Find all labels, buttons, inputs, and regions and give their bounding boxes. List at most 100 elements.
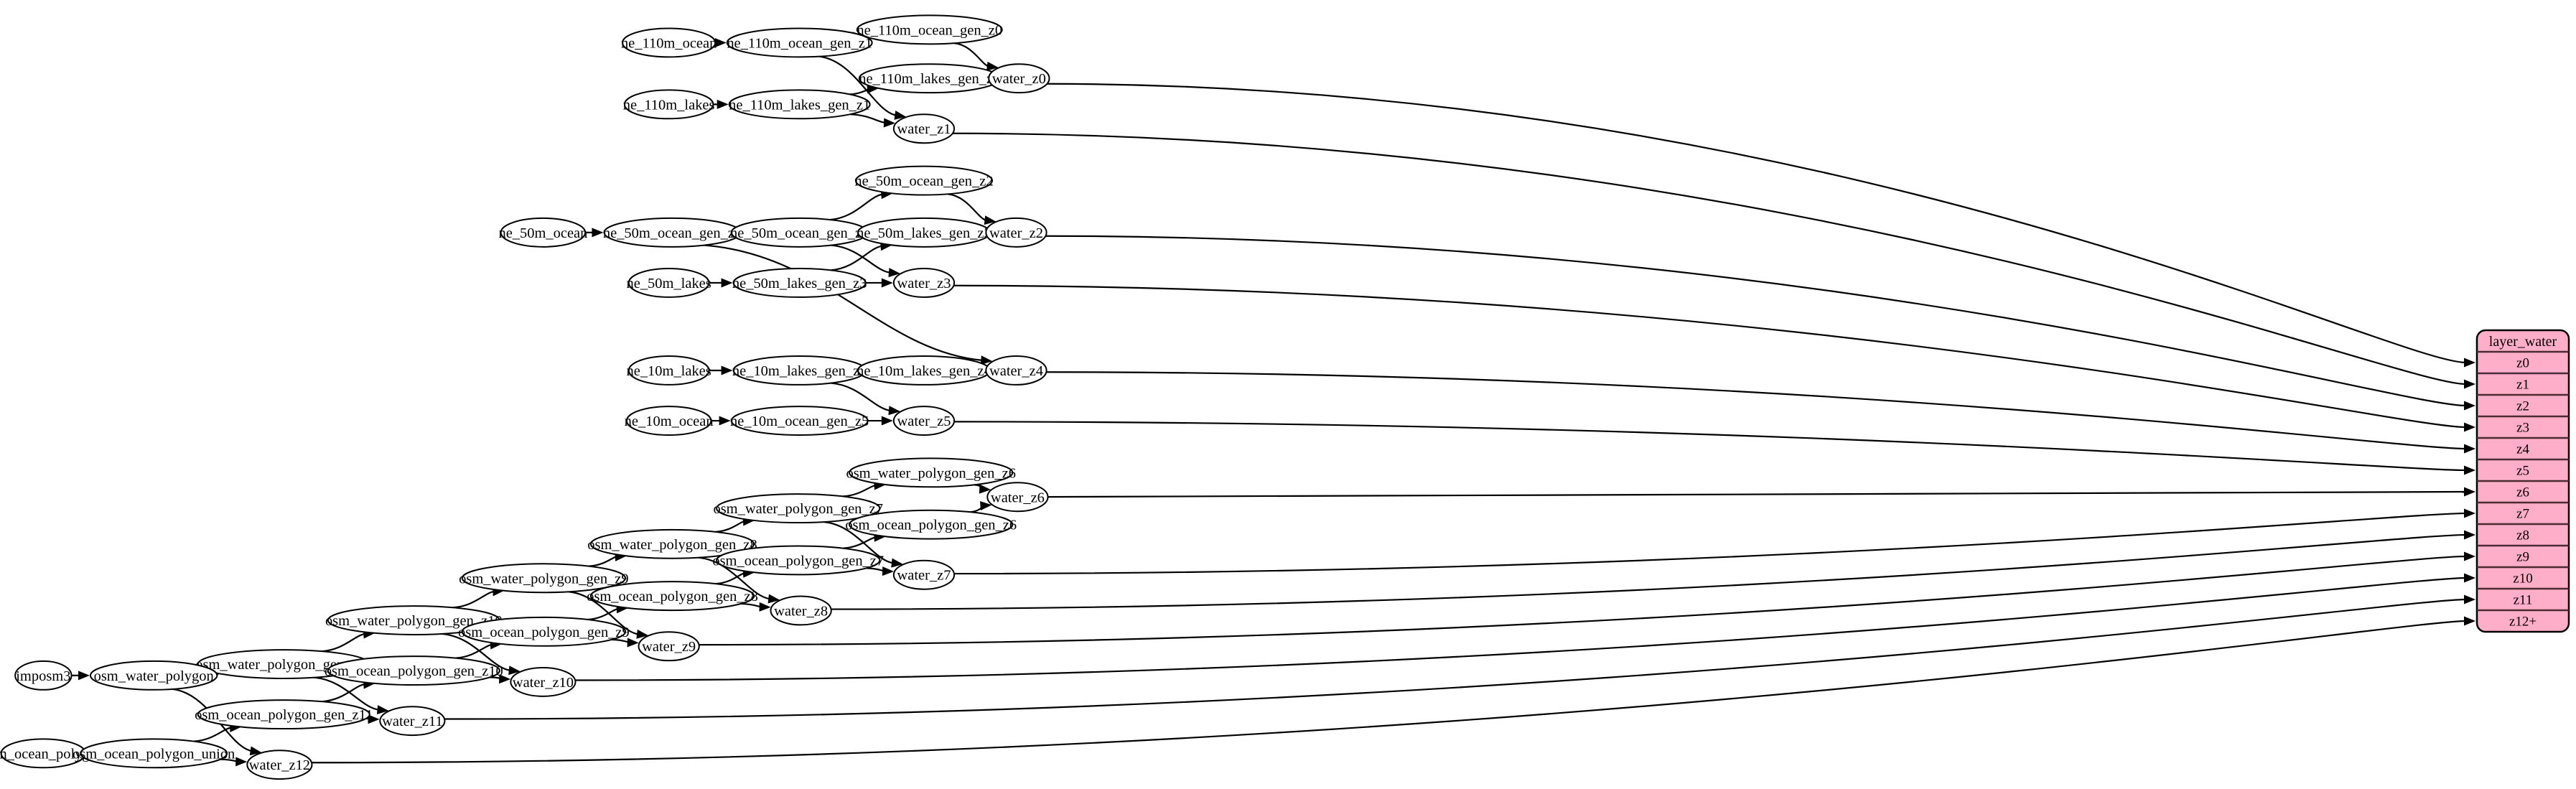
node-ne_110m_lakes[interactable]: ne_110m_lakes bbox=[623, 89, 715, 120]
node-water_z6[interactable]: water_z6 bbox=[986, 482, 1049, 513]
node-label: water_z3 bbox=[897, 276, 951, 291]
node-label: ne_110m_lakes bbox=[623, 97, 715, 113]
node-water_z7[interactable]: water_z7 bbox=[892, 559, 956, 590]
node-label: osm_ocean_polygon_gen_z10 bbox=[325, 663, 503, 679]
edge-ne_50m_ocean_gen_z3-to-water_z3 bbox=[831, 244, 892, 274]
node-imposm3[interactable]: imposm3 bbox=[14, 660, 73, 691]
node-ne_110m_lakes_gen_z1[interactable]: ne_110m_lakes_gen_z1 bbox=[728, 89, 871, 120]
node-ne_50m_ocean[interactable]: ne_50m_ocean bbox=[498, 217, 587, 248]
node-ne_10m_ocean_gen_z5[interactable]: ne_10m_ocean_gen_z5 bbox=[730, 406, 869, 436]
edge-arrowhead bbox=[984, 215, 997, 225]
node-ne_10m_ocean[interactable]: ne_10m_ocean bbox=[625, 406, 714, 436]
layer-water-row-z9[interactable]: z9 bbox=[2516, 550, 2529, 565]
node-water_z4[interactable]: water_z4 bbox=[985, 355, 1047, 386]
node-ellipse bbox=[621, 27, 717, 58]
node-osm_ocean_polygon_gen_z10[interactable]: osm_ocean_polygon_gen_z10 bbox=[325, 655, 503, 686]
node-ne_110m_ocean_gen_z1[interactable]: ne_110m_ocean_gen_z1 bbox=[726, 27, 873, 58]
layer-water-row-z6[interactable]: z6 bbox=[2516, 485, 2529, 500]
layer-water-row-z7[interactable]: z7 bbox=[2516, 507, 2529, 522]
edge-arrowhead bbox=[2464, 508, 2475, 518]
edge-arrowhead bbox=[717, 99, 729, 109]
node-ne_50m_ocean_gen_z4[interactable]: ne_50m_ocean_gen_z4 bbox=[603, 217, 742, 248]
node-label: osm_ocean_polygon_union bbox=[73, 746, 235, 762]
node-osm_water_polygon_gen_z6[interactable]: osm_water_polygon_gen_z6 bbox=[846, 457, 1016, 488]
node-water_z10[interactable]: water_z10 bbox=[510, 666, 577, 697]
node-osm_ocean_polygon_union[interactable]: osm_ocean_polygon_union bbox=[73, 738, 235, 769]
node-ne_50m_lakes[interactable]: ne_50m_lakes bbox=[627, 267, 711, 298]
layer-water-row-z5[interactable]: z5 bbox=[2516, 464, 2529, 479]
node-osm_water_polygon_gen_z10[interactable]: osm_water_polygon_gen_z10 bbox=[325, 605, 503, 635]
node-ne_50m_ocean_gen_z2[interactable]: ne_50m_ocean_gen_z2 bbox=[854, 165, 994, 196]
layer-water-row-z2[interactable]: z2 bbox=[2516, 399, 2529, 414]
edge-arrowhead bbox=[376, 705, 389, 715]
edge-ne_110m_ocean_gen_z0-to-water_z0 bbox=[954, 42, 990, 67]
layer-water-row-z8[interactable]: z8 bbox=[2516, 528, 2529, 543]
node-label: osm_water_polygon_gen_z6 bbox=[846, 465, 1015, 481]
edge-arrowhead bbox=[499, 674, 511, 684]
node-osm_ocean_polygon_gen_z6[interactable]: osm_ocean_polygon_gen_z6 bbox=[845, 509, 1017, 540]
node-label: ne_110m_ocean_gen_z1 bbox=[727, 35, 872, 51]
node-ne_110m_ocean[interactable]: ne_110m_ocean bbox=[621, 27, 717, 58]
node-ellipse bbox=[510, 666, 577, 697]
edge-layer bbox=[71, 32, 2475, 767]
layer-water-row-z12plus[interactable]: z12+ bbox=[2509, 615, 2537, 630]
edge-arrowhead bbox=[882, 566, 895, 576]
node-osm_ocean_polygon[interactable]: osm_ocean_polygon bbox=[0, 738, 104, 769]
node-water_z1[interactable]: water_z1 bbox=[892, 113, 956, 144]
node-osm_water_polygon[interactable]: osm_water_polygon bbox=[89, 660, 218, 691]
node-osm_water_polygon_gen_z9[interactable]: osm_water_polygon_gen_z9 bbox=[459, 563, 629, 594]
edge-arrowhead bbox=[881, 278, 893, 288]
layer-water-row-z3[interactable]: z3 bbox=[2516, 421, 2529, 436]
node-water_z8[interactable]: water_z8 bbox=[770, 595, 832, 626]
node-label: water_z1 bbox=[897, 121, 951, 137]
node-label: osm_water_polygon bbox=[94, 668, 214, 684]
node-label: water_z10 bbox=[513, 675, 574, 691]
node-water_z2[interactable]: water_z2 bbox=[985, 217, 1047, 248]
node-ne_50m_ocean_gen_z3[interactable]: ne_50m_ocean_gen_z3 bbox=[730, 217, 869, 248]
node-label: water_z7 bbox=[897, 568, 951, 584]
node-osm_ocean_polygon_gen_z11[interactable]: osm_ocean_polygon_gen_z11 bbox=[195, 699, 373, 730]
layer-water-row-z0[interactable]: z0 bbox=[2516, 356, 2529, 371]
node-water_z11[interactable]: water_z11 bbox=[379, 706, 446, 737]
node-label: water_z11 bbox=[382, 714, 442, 729]
node-osm_ocean_polygon_gen_z8[interactable]: osm_ocean_polygon_gen_z8 bbox=[587, 581, 758, 612]
node-ne_10m_lakes_gen_z5[interactable]: ne_10m_lakes_gen_z5 bbox=[732, 355, 867, 386]
node-ne_110m_lakes_gen_z0[interactable]: ne_110m_lakes_gen_z0 bbox=[858, 63, 1001, 94]
node-ne_10m_lakes_gen_z4[interactable]: ne_10m_lakes_gen_z4 bbox=[857, 355, 991, 386]
edge-arrowhead bbox=[980, 500, 992, 510]
edge-osm_water_polygon_gen_z11-to-water_z11 bbox=[314, 676, 380, 711]
node-label: water_z9 bbox=[642, 639, 696, 655]
layer-water-table: layer_waterz0z1z2z3z4z5z6z7z8z9z10z11z12… bbox=[2475, 329, 2570, 633]
edge-arrowhead bbox=[721, 278, 733, 288]
edge-ne_110m_lakes_gen_z1-to-water_z1 bbox=[850, 113, 887, 124]
node-label: water_z4 bbox=[989, 363, 1043, 379]
node-osm_water_polygon_gen_z7[interactable]: osm_water_polygon_gen_z7 bbox=[713, 493, 883, 524]
edge-water_z10-to-layer_water_z10 bbox=[575, 576, 2467, 681]
node-water_z3[interactable]: water_z3 bbox=[892, 267, 956, 298]
layer-water-row-z10[interactable]: z10 bbox=[2513, 571, 2532, 587]
node-label: water_z8 bbox=[774, 603, 828, 619]
node-ellipse bbox=[627, 355, 710, 386]
node-ne_50m_lakes_gen_z3[interactable]: ne_50m_lakes_gen_z3 bbox=[732, 267, 867, 298]
layer-water-row-z11[interactable]: z11 bbox=[2514, 593, 2533, 608]
node-water_z9[interactable]: water_z9 bbox=[638, 631, 700, 662]
node-water_z5[interactable]: water_z5 bbox=[892, 406, 956, 436]
node-osm_water_polygon_gen_z8[interactable]: osm_water_polygon_gen_z8 bbox=[587, 528, 757, 559]
node-water_z0[interactable]: water_z0 bbox=[988, 63, 1050, 94]
node-ne_110m_ocean_gen_z0[interactable]: ne_110m_ocean_gen_z0 bbox=[856, 14, 1003, 45]
layer-water-row-z1[interactable]: z1 bbox=[2516, 378, 2529, 393]
node-ne_10m_lakes[interactable]: ne_10m_lakes bbox=[627, 355, 711, 386]
node-osm_ocean_polygon_gen_z7[interactable]: osm_ocean_polygon_gen_z7 bbox=[712, 545, 884, 576]
edge-arrowhead bbox=[2464, 551, 2475, 561]
node-ellipse bbox=[627, 267, 710, 298]
node-osm_ocean_polygon_gen_z9[interactable]: osm_ocean_polygon_gen_z9 bbox=[458, 616, 630, 647]
node-water_z12[interactable]: water_z12 bbox=[246, 750, 313, 780]
node-ne_50m_lakes_gen_z2[interactable]: ne_50m_lakes_gen_z2 bbox=[857, 217, 991, 248]
layer-water-row-z4[interactable]: z4 bbox=[2516, 442, 2529, 457]
edge-arrowhead bbox=[986, 61, 999, 71]
node-label: ne_10m_ocean bbox=[625, 414, 714, 429]
edge-water_z12-to-layer_water_z12_ bbox=[311, 620, 2467, 764]
node-label: ne_10m_ocean_gen_z5 bbox=[730, 414, 869, 429]
